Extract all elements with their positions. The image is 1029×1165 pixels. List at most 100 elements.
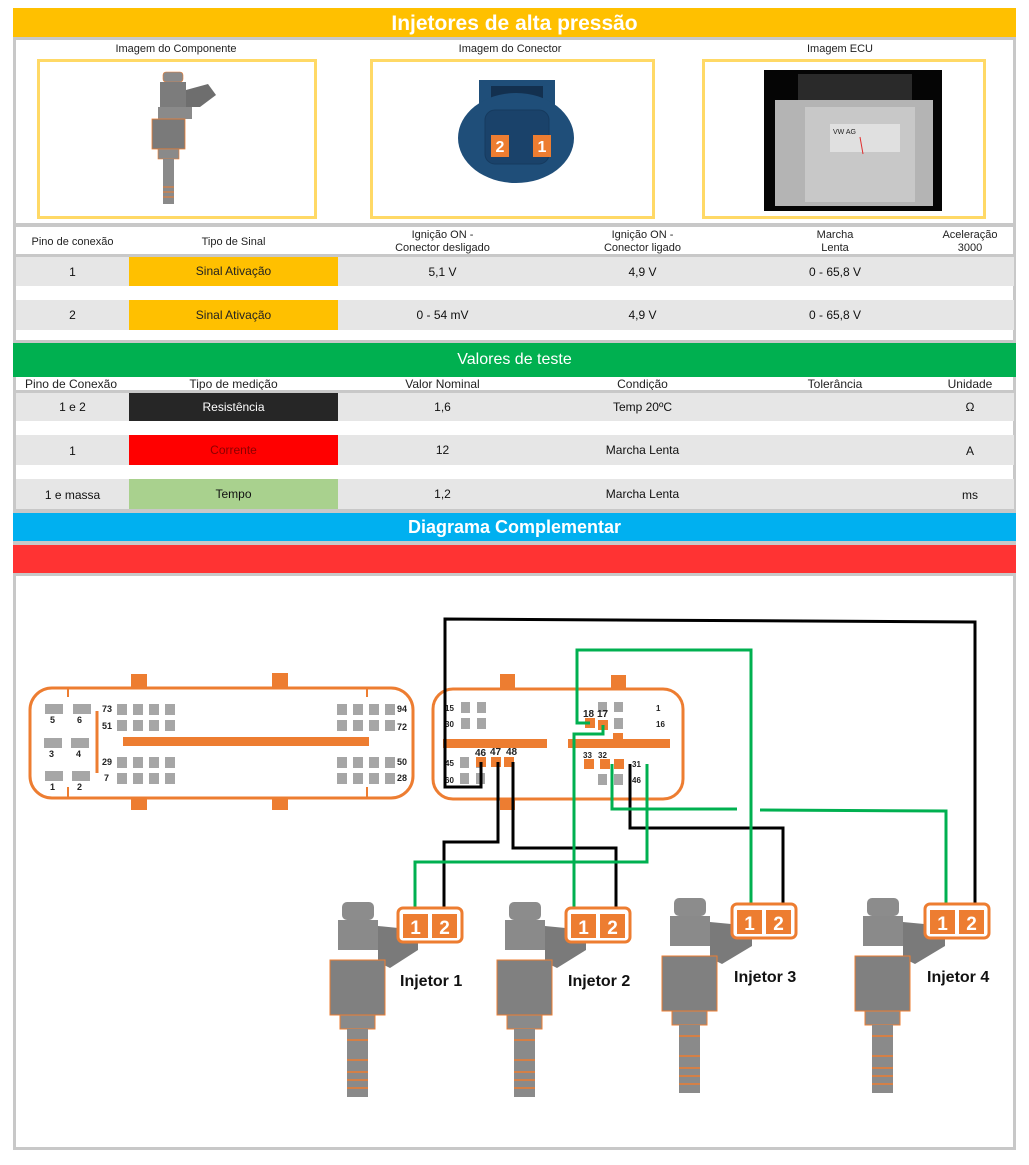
pin-label: 29 [102,757,112,767]
header-line: Conector ligado [603,242,682,254]
injector-label: Injetor 4 [927,969,989,986]
wire-black [443,617,977,915]
signal-ign-off: 0 - 54 mV [416,308,469,322]
pin-label: 48 [506,747,518,758]
pin-label: 46 [632,776,641,785]
page-title: Injetores de alta pressão [13,8,1016,40]
pin-label: 1 [50,782,55,792]
pin-label: 15 [445,704,454,713]
diagram-note-bar [13,545,1016,573]
test-unit: ms [962,488,978,502]
injector-pin [959,910,984,934]
signal-pin: 1 [69,265,76,279]
injector-cap [674,898,706,916]
header-line: Ignição ON - [411,229,474,241]
ecu-image-label: Imagem ECU [806,43,874,55]
injector-coil [854,955,911,1012]
test-condition: Marcha Lenta [605,487,680,501]
wire-green [572,725,605,915]
injector-pin-label: 2 [966,914,977,935]
injector-nozzle [872,1025,893,1093]
header-line: Conector desligado [395,242,490,254]
signal-header-ign-on: Ignição ON -Conector ligado [575,229,710,255]
test-unit: A [965,444,974,458]
signal-ign-on: 4,9 V [628,308,657,322]
wire-green [413,764,649,915]
signal-header-ign-off: Ignição ON -Conector desligado [370,229,515,255]
connector-image-label: Imagem do Conector [458,43,562,55]
pin-label: 46 [475,748,487,759]
wire-black [442,762,500,915]
injector-cap [342,902,374,920]
injector-neck [339,1014,376,1030]
pin-label: 18 [583,709,595,720]
connector-image: 2 1 [370,59,655,219]
injector-pin-label: 2 [773,914,784,935]
injector-pin-label: 1 [410,918,421,939]
signal-ign-off: 5,1 V [428,265,457,279]
ecu-connector-left: 5 6 3 4 1 2 73 51 29 7 94 72 50 28 [28,673,415,810]
pin-label: 47 [490,747,502,758]
test-type-badge: Tempo [129,479,338,509]
test-condition: Temp 20ºC [612,400,673,414]
injector-pin-label: 1 [744,914,755,935]
component-image [37,59,317,219]
header-line: Marcha [816,229,854,241]
connector-pin-label: 2 [496,139,505,156]
injector-nozzle [347,1029,368,1097]
test-header-condition: Condição [617,377,668,391]
test-pin: 1 [69,444,76,458]
divider [13,390,1016,393]
pin-label: 50 [397,757,407,767]
signal-idle: 0 - 65,8 V [808,308,862,322]
wires [413,617,977,915]
wire-green [575,648,753,915]
signal-header-type: Tipo de Sinal [201,236,266,248]
pin-label: 1 [656,704,661,713]
injector-pin [403,914,428,938]
connector-pin-label: 1 [538,139,547,156]
connector-photo-icon: 2 1 [458,80,574,183]
test-header-type: Tipo de medição [189,377,278,391]
pin-label: 2 [77,782,82,792]
injector-pin [766,910,791,934]
test-type-badge: Resistência [129,393,338,421]
divider [13,541,1016,545]
injector-cap [509,902,541,920]
pin-label: 31 [632,760,641,769]
wire-black [511,762,618,915]
pin-label: 30 [445,720,454,729]
injector-nozzle [679,1025,700,1093]
pin-label: 73 [102,704,112,714]
ecu-sticker-text: VW AG [833,129,856,136]
test-header-unit: Unidade [947,377,993,391]
injector-label: Injetor 3 [734,969,796,986]
test-condition: Marcha Lenta [605,443,680,457]
injector-head [670,916,710,946]
injector-coil [661,955,718,1012]
header-line: Aceleração [942,229,998,241]
divider [13,573,1016,576]
pin-label: 94 [397,704,407,714]
injector-head [863,916,903,946]
pin-label: 60 [445,776,454,785]
injector-head [338,920,378,950]
test-pin: 1 e 2 [59,400,86,414]
injector-pin-label: 1 [937,914,948,935]
pin-label: 3 [49,749,54,759]
test-nominal: 1,6 [434,400,451,414]
ecu-photo-icon: VW AG [764,70,942,211]
injector-pin [600,914,625,938]
injector-pin-label: 2 [607,918,618,939]
page-frame [13,8,1016,1150]
pin-label: 28 [397,773,407,783]
injector-label: Injetor 1 [400,973,462,990]
ecu-image: VW AG [702,59,986,219]
